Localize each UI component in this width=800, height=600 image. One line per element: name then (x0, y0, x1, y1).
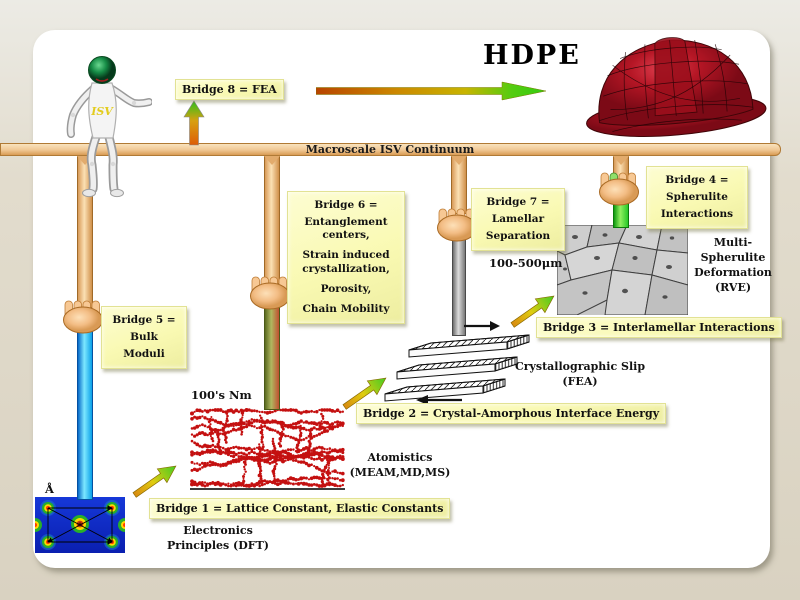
macroscale-beam (0, 143, 781, 156)
bridge-6-box: Bridge 6 = Entanglement centers, Strain … (287, 191, 405, 324)
spherulite-microstructure-image (557, 225, 688, 315)
pillar-2-olive (264, 302, 280, 410)
page-title: HDPE (483, 40, 581, 71)
beam-label: Macroscale ISV Continuum (305, 143, 475, 156)
bridge-2-box: Bridge 2 = Crystal-Amorphous Interface E… (356, 403, 667, 424)
bridge-3-box: Bridge 3 = Interlamellar Interactions (536, 317, 782, 338)
bridge-8-box: Bridge 8 = FEA (175, 79, 284, 100)
angstrom-label: Å (45, 482, 54, 496)
ne-arrow-icon (132, 465, 177, 498)
hand-grip-icon (250, 276, 290, 310)
beam-notch (451, 156, 467, 165)
ne-arrow-icon (342, 377, 387, 410)
beam-notch (264, 156, 280, 165)
crystallographic-slip-caption: Crystallographic Slip (FEA) (514, 360, 646, 388)
shear-arrow-right-icon (464, 321, 500, 331)
up-arrow-icon (183, 100, 205, 146)
pillar-2-tan (264, 156, 280, 284)
hand-grip-icon (437, 208, 477, 242)
lamellae-stack-image (384, 334, 530, 402)
bridge-7-box: Bridge 7 = Lamellar Separation (471, 188, 565, 252)
shear-arrow-left-icon (416, 395, 462, 405)
ne-arrow-icon (510, 295, 555, 328)
hard-hat-icon (586, 37, 767, 137)
multi-spherulite-caption: Multi- Spherulite Deformation (RVE) (694, 236, 772, 294)
pillar-1-cyan (77, 324, 93, 500)
electronics-caption: Electronics Principles (DFT) (167, 524, 269, 552)
bridge-5-box: Bridge 5 = Bulk Moduli (101, 306, 187, 370)
polymer-chains-image (190, 408, 345, 490)
mannequin-figure: ISV (66, 56, 152, 198)
beam-notch (77, 156, 93, 165)
hand-grip-icon (599, 172, 639, 206)
bridge-1-box: Bridge 1 = Lattice Constant, Elastic Con… (149, 498, 451, 519)
hand-grip-icon (63, 300, 103, 334)
nm-label: 100's Nm (191, 388, 252, 402)
figure-chest-label: ISV (90, 105, 114, 118)
bridge-4-box: Bridge 4 = Spherulite Interactions (646, 166, 748, 230)
dft-electron-density-image (35, 497, 125, 553)
beam-notch (613, 156, 629, 165)
right-arrow-icon (316, 81, 547, 101)
atomistics-caption: Atomistics (MEAM,MD,MS) (349, 451, 451, 479)
um-range-label: 100-500μm (489, 256, 563, 270)
